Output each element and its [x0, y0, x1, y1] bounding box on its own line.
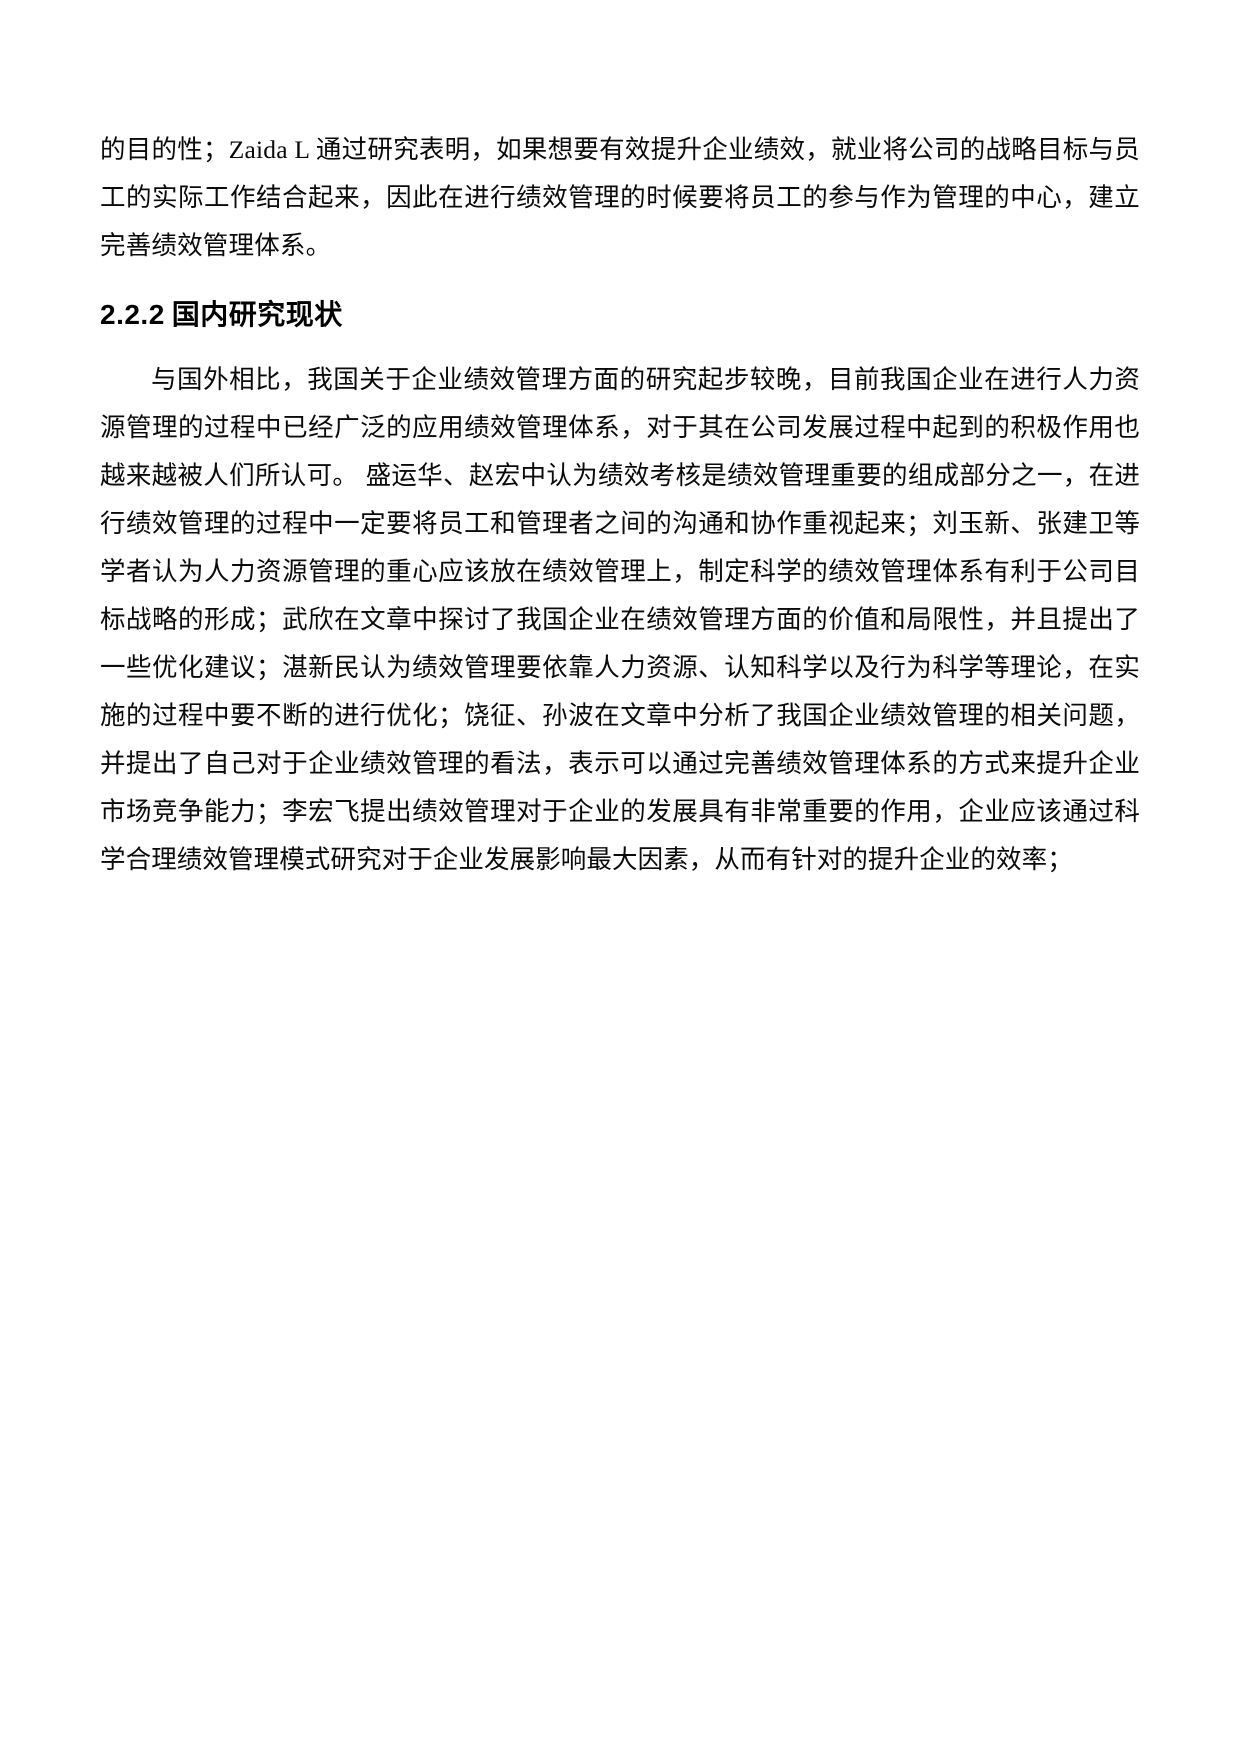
body-paragraph: 与国外相比，我国关于企业绩效管理方面的研究起步较晚，目前我国企业在进行人力资源管…	[100, 365, 1140, 874]
intro-paragraph: 的目的性；Zaida L 通过研究表明，如果想要有效提升企业绩效，就业将公司的战…	[100, 135, 1140, 260]
page-content-area: 的目的性；Zaida L 通过研究表明，如果想要有效提升企业绩效，就业将公司的战…	[100, 126, 1140, 884]
section-heading-title: 国内研究现状	[171, 299, 343, 330]
section-heading-number: 2.2.2	[100, 299, 165, 330]
